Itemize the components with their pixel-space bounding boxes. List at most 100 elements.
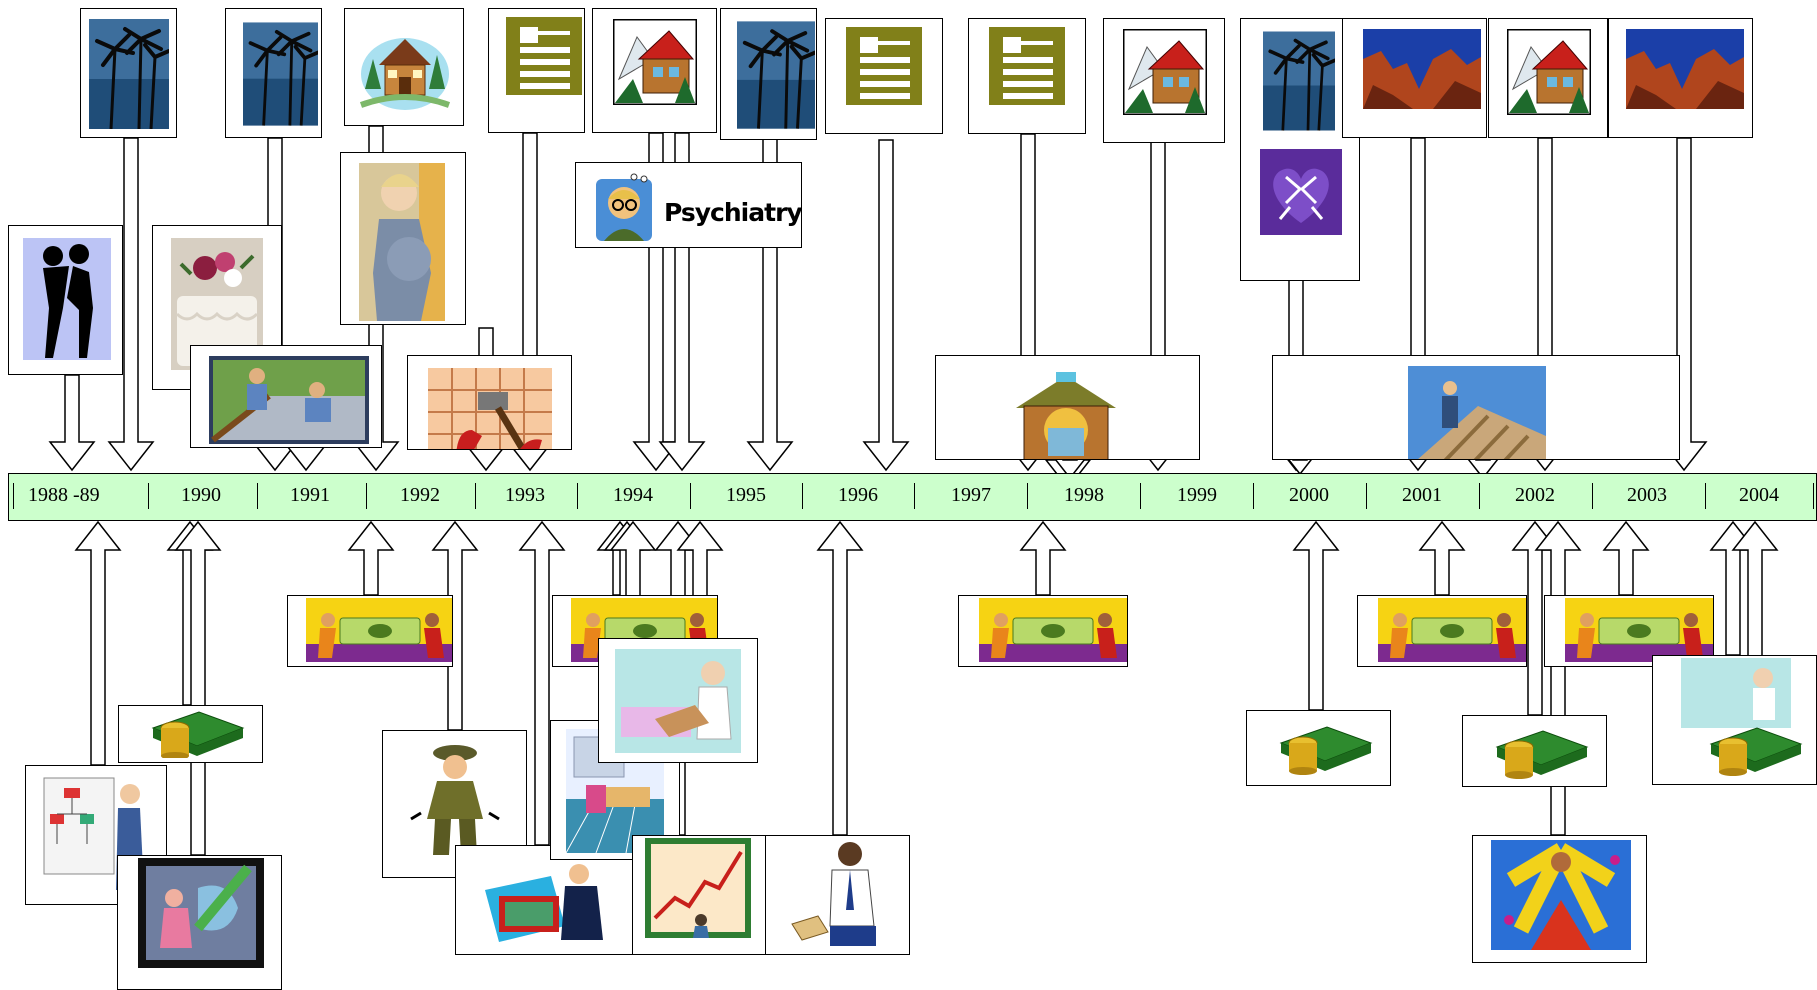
year-label-2004: 2004 [1739, 484, 1779, 506]
desk-worker-icon [615, 649, 741, 753]
timeline-tick [690, 483, 691, 509]
cash-box-2000 [1246, 710, 1391, 786]
palm-tree-night-icon [243, 22, 318, 126]
work-box-empty-pockets [382, 730, 527, 878]
year-label-2001: 2001 [1402, 484, 1442, 506]
year-label-1997: 1997 [951, 484, 991, 506]
timeline-tick [1813, 483, 1814, 509]
celebrating-man-icon [1491, 840, 1631, 950]
money-box-2001 [1357, 595, 1527, 667]
year-label-1995: 1995 [726, 484, 766, 506]
pushing-worker-icon [138, 858, 264, 968]
residence-box-palm-2 [225, 8, 322, 138]
money-carriers-icon [306, 598, 452, 662]
event-box-roofers [190, 345, 382, 448]
up-arrow [174, 520, 222, 856]
roof-builder-photo-icon [1408, 366, 1546, 459]
psychiatry-label: Psychiatry [664, 198, 802, 227]
cash-stack-icon [1709, 727, 1803, 776]
cash-box-2002 [1462, 715, 1607, 787]
year-label-1994: 1994 [613, 484, 653, 506]
residence-box-canyon-1 [1342, 18, 1487, 138]
timeline-tick [475, 483, 476, 509]
work-box-briefcase [455, 845, 635, 955]
timeline-tick [366, 483, 367, 509]
up-arrow [1418, 520, 1466, 596]
chalet-house-icon [1507, 29, 1591, 115]
timeline-tick [148, 483, 149, 509]
timeline-tick [13, 483, 14, 509]
residence-box-chalet-1 [592, 8, 717, 133]
chalet-house-icon [1123, 29, 1207, 115]
palm-tree-night-icon [89, 19, 169, 129]
work-box-growth [632, 835, 767, 955]
year-label-2000: 2000 [1289, 484, 1329, 506]
residence-box-chalet-3 [1488, 18, 1608, 138]
work-box-celebrate [1472, 835, 1647, 963]
year-label-2002: 2002 [1515, 484, 1555, 506]
up-arrow [347, 520, 395, 596]
up-arrow [1292, 520, 1340, 711]
palm-tree-night-icon [737, 21, 815, 129]
phone-businessman-icon [791, 842, 876, 946]
residence-box-palm-3 [720, 8, 817, 140]
red-canyon-icon [1363, 29, 1481, 109]
desk-worker-icon [1681, 658, 1791, 728]
work-box-pushing [117, 855, 282, 990]
roof-workers-icon [209, 356, 369, 444]
money-carriers-icon [979, 598, 1127, 662]
timeline-tick [1140, 483, 1141, 509]
pregnant-woman-icon [359, 163, 445, 321]
presenter-chart-icon [43, 777, 144, 890]
year-label-2003: 2003 [1627, 484, 1667, 506]
work-box-desk-lady [598, 638, 758, 763]
champagne-toast-icon [1260, 149, 1342, 235]
year-label-1999: 1999 [1177, 484, 1217, 506]
event-box-tiler [407, 355, 572, 450]
red-canyon-icon [1626, 29, 1744, 109]
dancing-couple-icon [23, 238, 111, 360]
money-box-1998 [958, 595, 1128, 667]
residence-box-chalet-2 [1103, 18, 1225, 143]
growth-chart-icon [645, 838, 751, 938]
timeline-tick [914, 483, 915, 509]
year-label-1988: 1988 -89 [28, 484, 100, 506]
year-label-1990: 1990 [181, 484, 221, 506]
residence-box-apartment-3 [968, 18, 1086, 134]
up-arrow [431, 520, 479, 731]
up-arrow [74, 520, 122, 766]
timeline-tick [1366, 483, 1367, 509]
timeline-band [8, 473, 1817, 521]
residence-box-apartment-2 [825, 18, 943, 134]
up-arrow [518, 520, 566, 846]
year-label-1998: 1998 [1064, 484, 1104, 506]
money-box-1991 [287, 595, 453, 667]
apartment-building-icon [506, 17, 582, 95]
timeline-tick [1479, 483, 1480, 509]
timeline-tick [802, 483, 803, 509]
house-repair-icon [1016, 372, 1116, 459]
residence-box-palm-1 [80, 8, 177, 138]
timeline-tick [1592, 483, 1593, 509]
cash-box-1990 [118, 705, 263, 763]
residence-box-apartment-1 [488, 8, 585, 133]
event-box-handyman [935, 355, 1200, 460]
timeline-tick [1253, 483, 1254, 509]
residence-box-cabin [344, 8, 464, 126]
event-box-psychiatry: Psychiatry [575, 162, 802, 248]
cabin-house-icon [359, 38, 451, 110]
event-box-pregnant [340, 152, 466, 325]
timeline-tick [577, 483, 578, 509]
work-box-phone-man [765, 835, 910, 955]
apartment-building-icon [846, 27, 922, 105]
open-briefcase-icon [485, 864, 603, 942]
down-arrow [48, 374, 96, 472]
year-label-1996: 1996 [838, 484, 878, 506]
residence-box-canyon-2 [1608, 18, 1753, 138]
year-label-1993: 1993 [505, 484, 545, 506]
cash-box-2004 [1652, 655, 1817, 785]
empty-pockets-man-icon [410, 745, 500, 855]
psychiatrist-icon [596, 173, 652, 241]
event-box-dancers [8, 225, 123, 375]
year-label-1992: 1992 [400, 484, 440, 506]
